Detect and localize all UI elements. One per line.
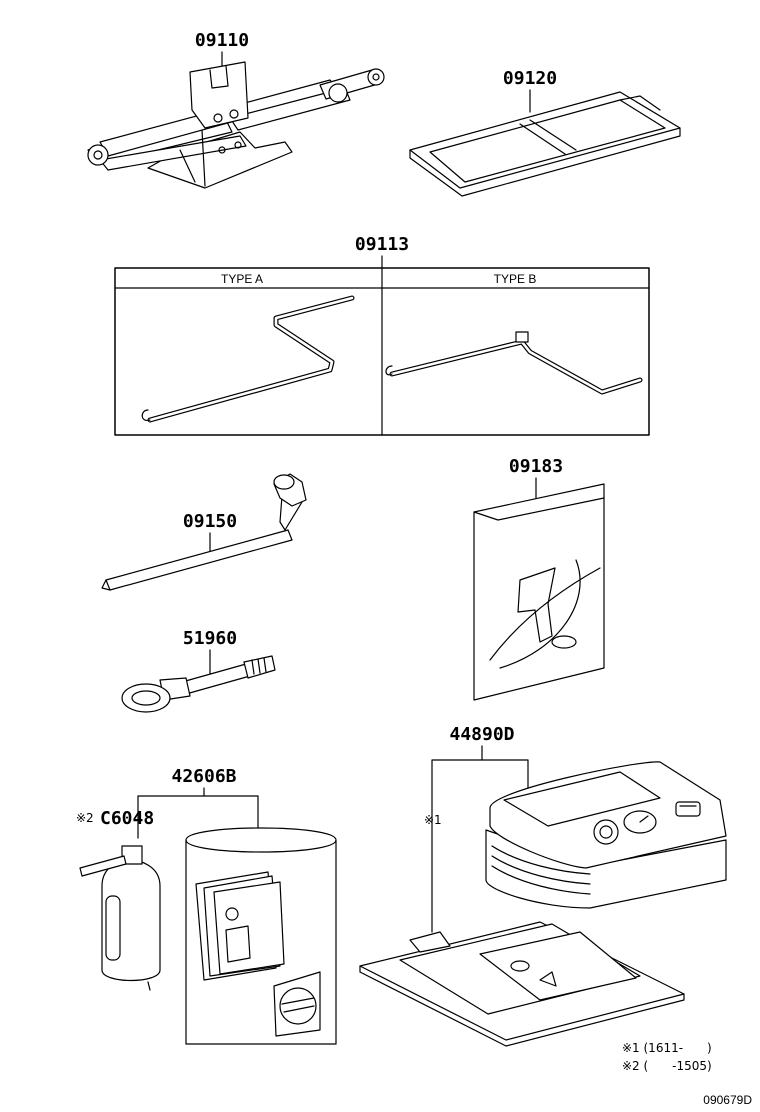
part-number-09150: 09150	[183, 511, 237, 532]
table-header-type-b: TYPE B	[494, 272, 537, 286]
part-number-09183: 09183	[509, 456, 563, 477]
jack-handle-type-a	[141, 295, 355, 423]
towing-eye-illustration	[121, 655, 276, 713]
note-2: ※2 ( -1505)	[622, 1059, 712, 1073]
part-number-42606b: 42606B	[171, 766, 236, 787]
compressor-mark: ※1	[424, 813, 442, 827]
part-number-44890d: 44890D	[449, 724, 514, 745]
leader-42606b	[137, 787, 259, 839]
part-number-51960: 51960	[183, 628, 237, 649]
repair-kit-package-illustration	[185, 827, 337, 1045]
tool-bag-illustration	[409, 91, 681, 197]
jack-handle-table	[114, 267, 650, 436]
table-header-type-a: TYPE A	[221, 272, 263, 286]
instruction-pack-illustration	[359, 921, 685, 1047]
sealant-bottle-illustration	[79, 845, 161, 991]
jack-handle-type-b	[385, 331, 643, 395]
part-number-c6048: C6048	[100, 808, 154, 829]
jack-handle-bag-illustration	[473, 483, 605, 701]
bottle-mark: ※2	[76, 811, 94, 825]
part-number-09110: 09110	[195, 30, 249, 51]
part-number-09120: 09120	[503, 68, 557, 89]
note-1: ※1 (1611- )	[622, 1041, 712, 1055]
leader-44890d	[431, 745, 529, 933]
diagram-id: 090679D	[703, 1093, 752, 1107]
air-compressor-illustration	[485, 761, 727, 909]
part-number-09113: 09113	[355, 234, 409, 255]
lug-wrench-illustration	[101, 473, 307, 591]
jack-illustration	[87, 61, 385, 189]
